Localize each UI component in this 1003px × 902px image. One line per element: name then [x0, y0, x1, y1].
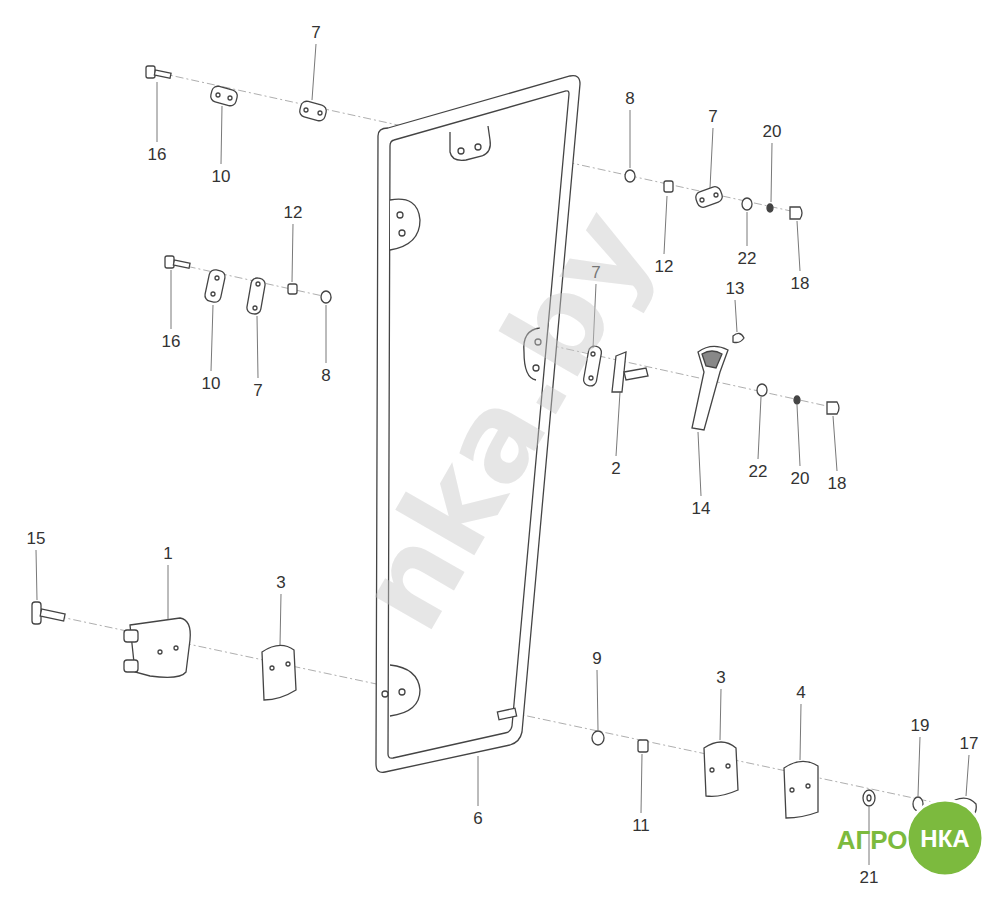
callout-number: 7 — [253, 382, 262, 399]
callout-number: 20 — [763, 123, 782, 140]
callout-number: 22 — [738, 250, 757, 267]
callout-number: 12 — [284, 204, 303, 221]
callout-number: 16 — [162, 333, 181, 350]
callout-number: 11 — [632, 817, 650, 834]
callout-number: 8 — [625, 90, 634, 107]
callout-number: 7 — [311, 24, 320, 41]
callout-number: 3 — [716, 669, 725, 686]
callout-number: 9 — [592, 650, 601, 667]
callout-number: 19 — [911, 717, 930, 734]
callout-number: 4 — [796, 684, 805, 701]
callout-number: 21 — [860, 869, 879, 886]
callout-number: 15 — [27, 530, 46, 547]
callout-number: 10 — [202, 375, 221, 392]
callout-number: 2 — [611, 460, 620, 477]
callout-number: 1 — [163, 545, 172, 562]
callout-number: 16 — [148, 146, 167, 163]
callout-number: 6 — [473, 810, 482, 827]
callout-number: 13 — [726, 280, 745, 297]
callout-number: 18 — [791, 275, 810, 292]
callout-number: 3 — [276, 574, 285, 591]
callout-number: 14 — [692, 500, 711, 517]
callout-number: 18 — [828, 475, 847, 492]
logo-text: НКА — [920, 827, 969, 851]
callout-number: 7 — [708, 108, 717, 125]
callout-number: 10 — [212, 168, 231, 185]
callout-number: 22 — [749, 463, 768, 480]
callout-number: 8 — [321, 367, 330, 384]
callout-number: 20 — [791, 470, 810, 487]
logo-text: АГРО — [837, 827, 908, 853]
callout-number: 17 — [960, 735, 979, 752]
